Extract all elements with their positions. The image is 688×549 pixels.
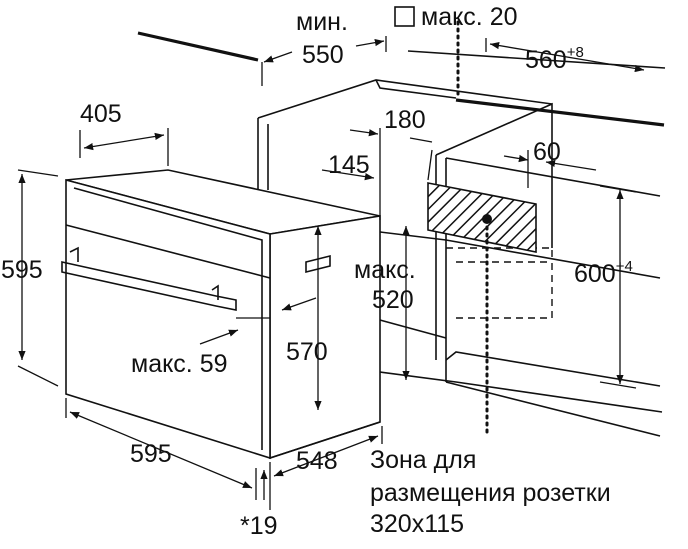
socket-caption-line1: Зона для xyxy=(370,446,476,474)
niche-floor-front xyxy=(379,319,447,339)
cabinet-niche xyxy=(137,31,666,437)
square-icon xyxy=(394,6,415,27)
dim-line-max59 xyxy=(281,297,317,311)
countertop-edge-left xyxy=(137,31,259,62)
label-548: 548 xyxy=(296,447,338,475)
hidden-line-b xyxy=(456,262,553,319)
dim-line-548 xyxy=(273,435,379,477)
oven-side xyxy=(269,215,381,460)
label-560: 560+8 xyxy=(525,44,584,74)
niche-top-inner xyxy=(375,79,457,99)
dim-line-560 xyxy=(489,41,645,73)
handle-bracket-left xyxy=(69,246,79,262)
niche-inner-top xyxy=(379,231,447,241)
socket-caption-line2: размещения розетки xyxy=(370,479,611,507)
label-max-59: макс. 59 xyxy=(131,350,228,378)
oven-front-inner xyxy=(73,187,263,450)
label-600: 600+4 xyxy=(574,258,633,288)
niche-floor-back xyxy=(445,351,661,387)
dim-line-60 xyxy=(545,159,597,171)
label-550: 550 xyxy=(302,41,344,69)
socket-zone-hatch xyxy=(427,182,537,253)
right-panel-top xyxy=(435,102,553,248)
niche-bottom-line xyxy=(445,381,661,437)
label-520: 520 xyxy=(372,286,414,314)
label-max: макс. xyxy=(354,256,416,284)
label-note-19: *19 xyxy=(240,512,278,540)
socket-zone xyxy=(427,20,537,434)
dim-line-145 xyxy=(321,169,375,181)
label-405: 405 xyxy=(80,100,122,128)
label-180: 180 xyxy=(384,106,426,134)
label-570: 570 xyxy=(286,338,328,366)
countertop-edge-right xyxy=(455,98,665,127)
socket-caption-line3: 320x115 xyxy=(370,510,464,538)
dim-line-405 xyxy=(83,132,165,151)
label-60: 60 xyxy=(533,138,561,166)
dim-line-550 xyxy=(355,39,385,47)
dim-line-595-h xyxy=(69,411,253,489)
label-145: 145 xyxy=(328,151,370,179)
niche-inner-mid xyxy=(445,239,661,279)
label-min: мин. xyxy=(296,8,348,36)
oven-control-band xyxy=(65,224,271,279)
dimension-lines xyxy=(17,36,645,510)
oven xyxy=(61,169,381,460)
socket-zone-caption: Зона для размещения розетки 320x115 xyxy=(370,446,611,538)
dimension-labels: мин. 550 макс. 20 560+8 405 180 145 60 5… xyxy=(1,3,633,540)
label-max-20: макс. 20 xyxy=(421,3,518,31)
label-595-horizontal: 595 xyxy=(130,440,172,468)
handle-bracket-right xyxy=(211,284,219,300)
label-595-vertical: 595 xyxy=(1,256,43,284)
oven-handle xyxy=(61,261,237,311)
